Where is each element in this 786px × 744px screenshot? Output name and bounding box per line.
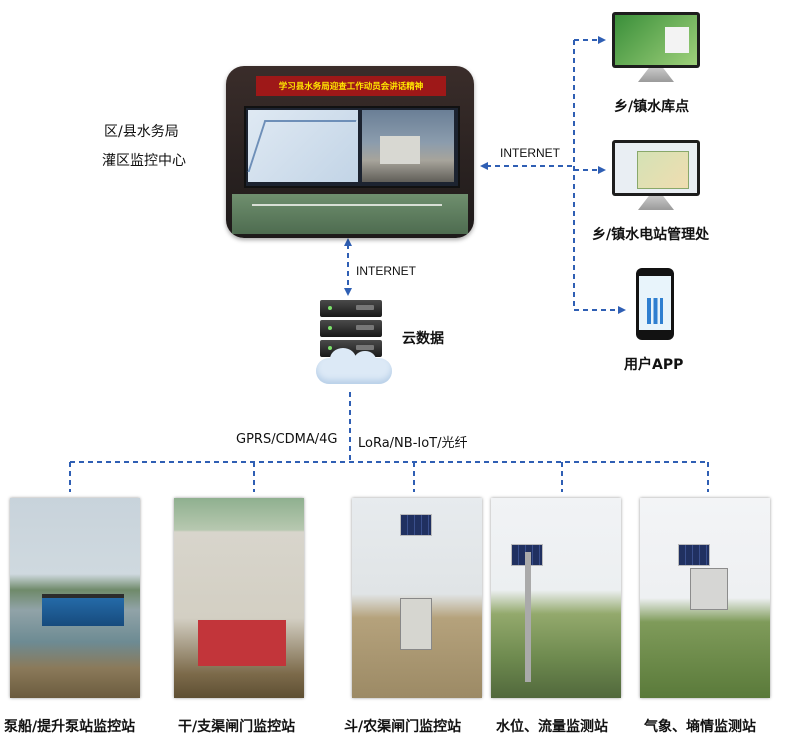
station-label-flow: 水位、流量监测站 xyxy=(496,719,608,735)
station-label-weather: 气象、墒情监测站 xyxy=(644,719,756,735)
video-wall-map-panel xyxy=(248,110,358,182)
server-unit-1 xyxy=(320,300,382,317)
station-label-pump: 泵船/提升泵站监控站 xyxy=(4,719,136,735)
station-photo-weather-monitor xyxy=(640,498,770,698)
station-photo-pump-ship xyxy=(10,498,140,698)
desktop-monitor-icon xyxy=(612,140,700,212)
station-photo-flow-monitor xyxy=(491,498,621,698)
protocol-label-cellular: GPRS/CDMA/4G xyxy=(236,432,338,447)
solar-panel-icon xyxy=(678,544,710,566)
smartphone-icon xyxy=(636,268,674,340)
cloud-label: 云数据 xyxy=(402,331,444,347)
internet-label-right: INTERNET xyxy=(500,146,560,160)
client-label-app: 用户APP xyxy=(624,357,684,373)
video-wall xyxy=(244,106,460,188)
solar-panel-icon xyxy=(400,514,432,536)
solar-panel-icon xyxy=(511,544,543,566)
station-label-farm-canal: 斗/农渠闸门监控站 xyxy=(344,719,462,735)
internet-label-mid: INTERNET xyxy=(356,264,416,278)
cloud-icon xyxy=(316,348,392,384)
sand-table-model xyxy=(232,194,468,234)
desktop-monitor-icon xyxy=(612,12,700,84)
center-banner: 学习县水务局迎查工作动员会讲话精神 xyxy=(256,76,446,96)
client-label-reservoir: 乡/镇水库点 xyxy=(614,99,690,115)
protocol-label-iot: LoRa/NB-IoT/光纤 xyxy=(358,436,468,451)
center-label-bureau: 区/县水务局 xyxy=(104,124,179,140)
center-label-monitor: 灌区监控中心 xyxy=(102,153,186,169)
station-photo-main-canal-gate xyxy=(174,498,304,698)
client-label-hydropower: 乡/镇水电站管理处 xyxy=(592,227,710,243)
station-photo-farm-canal-gate xyxy=(352,498,482,698)
control-center-photo: 学习县水务局迎查工作动员会讲话精神 xyxy=(226,66,474,238)
station-label-main-canal: 干/支渠闸门监控站 xyxy=(178,719,296,735)
video-wall-camera-panel xyxy=(362,110,454,182)
server-unit-2 xyxy=(320,320,382,337)
cloud-server-icon xyxy=(316,300,392,386)
